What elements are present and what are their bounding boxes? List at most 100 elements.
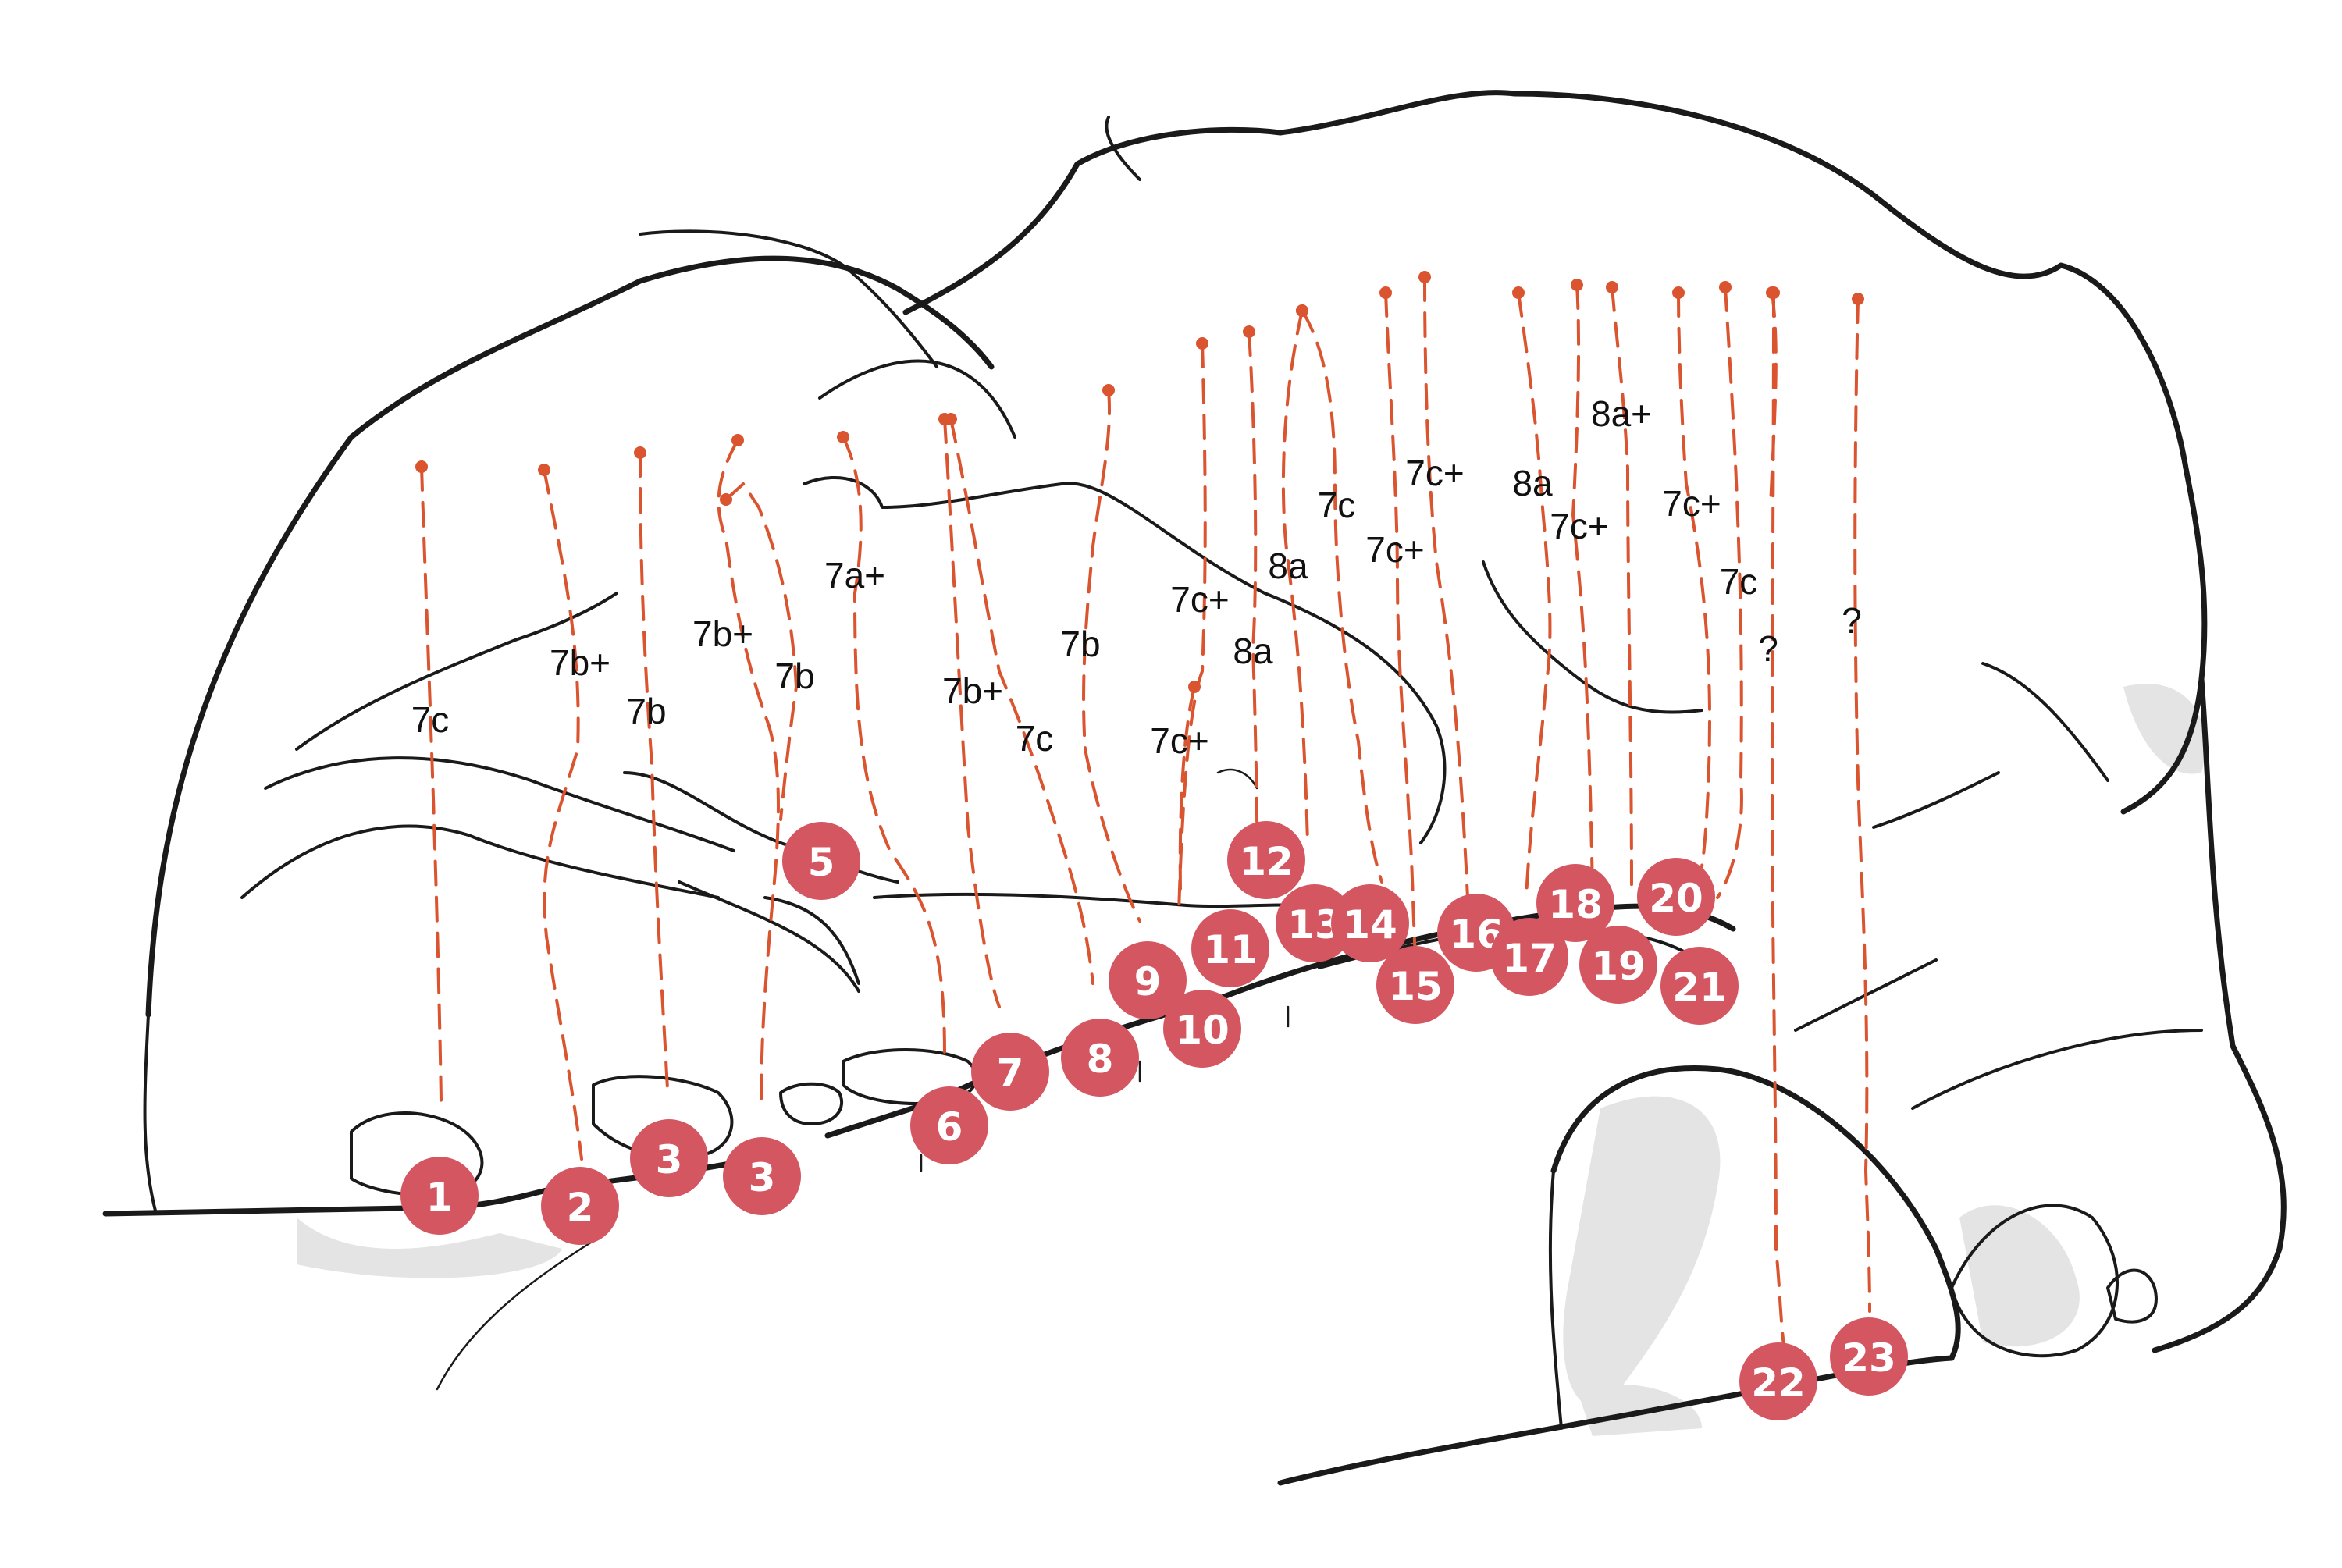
route-line-19-19 — [1677, 291, 1712, 868]
route-line-16-16 — [1517, 291, 1552, 899]
route-lines — [415, 271, 1871, 1348]
route-line-14-14 — [1384, 291, 1418, 993]
route-top-anchor-8-8 — [1102, 384, 1115, 396]
boulder-drawing — [102, 90, 2287, 1486]
route-badge-19-19[interactable]: 19 — [1579, 926, 1657, 1004]
route-badge-circle — [1490, 918, 1568, 996]
route-badge-8-8[interactable]: 8 — [1061, 1019, 1139, 1097]
route-top-anchor-3-2 — [634, 446, 646, 459]
route-badge-circle — [1191, 909, 1269, 987]
route-line-10-10 — [1178, 685, 1196, 891]
route-top-anchor-15-15 — [1418, 271, 1431, 283]
route-badge-11-11[interactable]: 11 — [1191, 909, 1269, 987]
route-line-6-6 — [943, 418, 1001, 1008]
grade-label-17-17: 7c+ — [1550, 506, 1608, 546]
route-top-anchor-7-7 — [945, 413, 957, 425]
route-badge-21-21[interactable]: 21 — [1660, 947, 1739, 1025]
route-badge-15-15[interactable]: 15 — [1376, 946, 1454, 1024]
route-top-anchor-11-11 — [1243, 325, 1255, 338]
route-badge-circle — [1163, 990, 1241, 1068]
route-badge-5-5[interactable]: 5 — [782, 822, 860, 900]
route-badge-circle — [782, 822, 860, 900]
route-badge-17-17[interactable]: 17 — [1490, 918, 1568, 996]
route-number-label: 8 — [1087, 1036, 1114, 1082]
route-line-11-11 — [1248, 330, 1260, 907]
grade-label-16-16: 8a — [1512, 463, 1553, 503]
route-badge-14-14[interactable]: 14 — [1331, 884, 1409, 962]
grade-label-19-19: 7c+ — [1662, 483, 1721, 524]
route-top-anchor-16-16 — [1512, 286, 1525, 299]
route-badge-22-22[interactable]: 22 — [1739, 1342, 1817, 1420]
route-line-17-17 — [1571, 283, 1594, 891]
route-number-label: 14 — [1343, 902, 1397, 948]
route-top-anchor-14-14 — [1379, 286, 1392, 299]
route-number-label: 9 — [1134, 959, 1162, 1004]
route-top-anchor-9-9 — [1196, 337, 1208, 350]
route-badge-9-9[interactable]: 9 — [1109, 941, 1187, 1019]
route-badge-20-20[interactable]: 20 — [1637, 858, 1715, 936]
route-badge-circle — [971, 1033, 1049, 1111]
grade-labels: 7c7b+7b7b+7b7a+7b+7c7b7c+7c+8a8a7c7c+7c+… — [411, 393, 1862, 761]
route-number-label: 20 — [1649, 876, 1703, 921]
route-number-label: 11 — [1203, 927, 1258, 972]
grade-label-23-23: ? — [1842, 600, 1862, 641]
grade-label-18-18: 8a+ — [1591, 393, 1652, 434]
route-badge-13-13[interactable]: 13 — [1276, 884, 1354, 962]
route-number-label: 17 — [1502, 936, 1557, 981]
route-number-label: 3 — [749, 1155, 776, 1200]
route-badge-18-18[interactable]: 18 — [1536, 864, 1614, 942]
grade-label-22-22: ? — [1758, 628, 1778, 669]
route-badge-3-2[interactable]: 3 — [630, 1119, 708, 1197]
route-line-2-1 — [543, 468, 583, 1161]
route-top-anchor-1-0 — [415, 460, 428, 473]
grade-label-3-3: 7b+ — [692, 613, 753, 654]
route-line-15-15 — [1423, 276, 1469, 899]
grade-label-12-12: 8a — [1268, 546, 1308, 586]
route-line-23-23 — [1853, 297, 1871, 1313]
route-badge-circle — [910, 1086, 988, 1164]
route-badge-7-7[interactable]: 7 — [971, 1033, 1049, 1111]
route-top-anchor-10-10 — [1188, 681, 1201, 693]
route-badge-circle — [723, 1137, 801, 1215]
route-badge-23-23[interactable]: 23 — [1830, 1317, 1908, 1396]
route-badge-circle — [1739, 1342, 1817, 1420]
grade-label-3-2: 7b — [626, 691, 666, 731]
route-number-label: 3 — [656, 1137, 683, 1182]
route-number-label: 21 — [1672, 965, 1727, 1010]
grade-label-5-5: 7a+ — [824, 555, 885, 596]
route-number-label: 22 — [1751, 1360, 1806, 1406]
grade-label-extra-4-4: 7b — [774, 656, 814, 696]
route-line-18-18 — [1611, 286, 1633, 891]
route-badge-1-0[interactable]: 1 — [400, 1157, 479, 1235]
route-badge-12-12[interactable]: 12 — [1227, 821, 1305, 899]
route-number-label: 6 — [936, 1104, 963, 1150]
route-badge-3-3[interactable]: 3 — [723, 1137, 801, 1215]
route-top-anchor-22-22 — [1767, 286, 1780, 299]
route-top-anchor-19-19 — [1672, 286, 1685, 299]
route-badge-circle — [1660, 947, 1739, 1025]
route-top-anchor-3-3 — [731, 434, 744, 446]
route-line-1-0 — [420, 465, 443, 1102]
route-badge-circle — [630, 1119, 708, 1197]
route-badge-circle — [1109, 941, 1187, 1019]
route-badge-6-6[interactable]: 6 — [910, 1086, 988, 1164]
route-badge-circle — [1536, 864, 1614, 942]
grade-label-14-14: 7c+ — [1365, 529, 1424, 570]
grade-label-11-11: 8a — [1233, 631, 1273, 671]
route-line-5-5 — [842, 436, 946, 1055]
grade-label-20-20: 7c — [1720, 561, 1758, 602]
route-number-label: 12 — [1239, 839, 1294, 884]
route-badge-10-10[interactable]: 10 — [1163, 990, 1241, 1068]
route-top-anchor-extra-4-4 — [720, 493, 732, 506]
route-badge-circle — [541, 1167, 619, 1245]
grade-label-8-8: 7b — [1060, 624, 1100, 664]
route-badge-2-1[interactable]: 2 — [541, 1167, 619, 1245]
route-badge-circle — [1637, 858, 1715, 936]
route-top-anchor-23-23 — [1852, 293, 1864, 305]
route-number-label: 2 — [567, 1185, 594, 1230]
route-badge-circle — [1331, 884, 1409, 962]
route-line-22-22 — [1770, 291, 1785, 1348]
grade-label-7-7: 7c — [1016, 718, 1054, 759]
